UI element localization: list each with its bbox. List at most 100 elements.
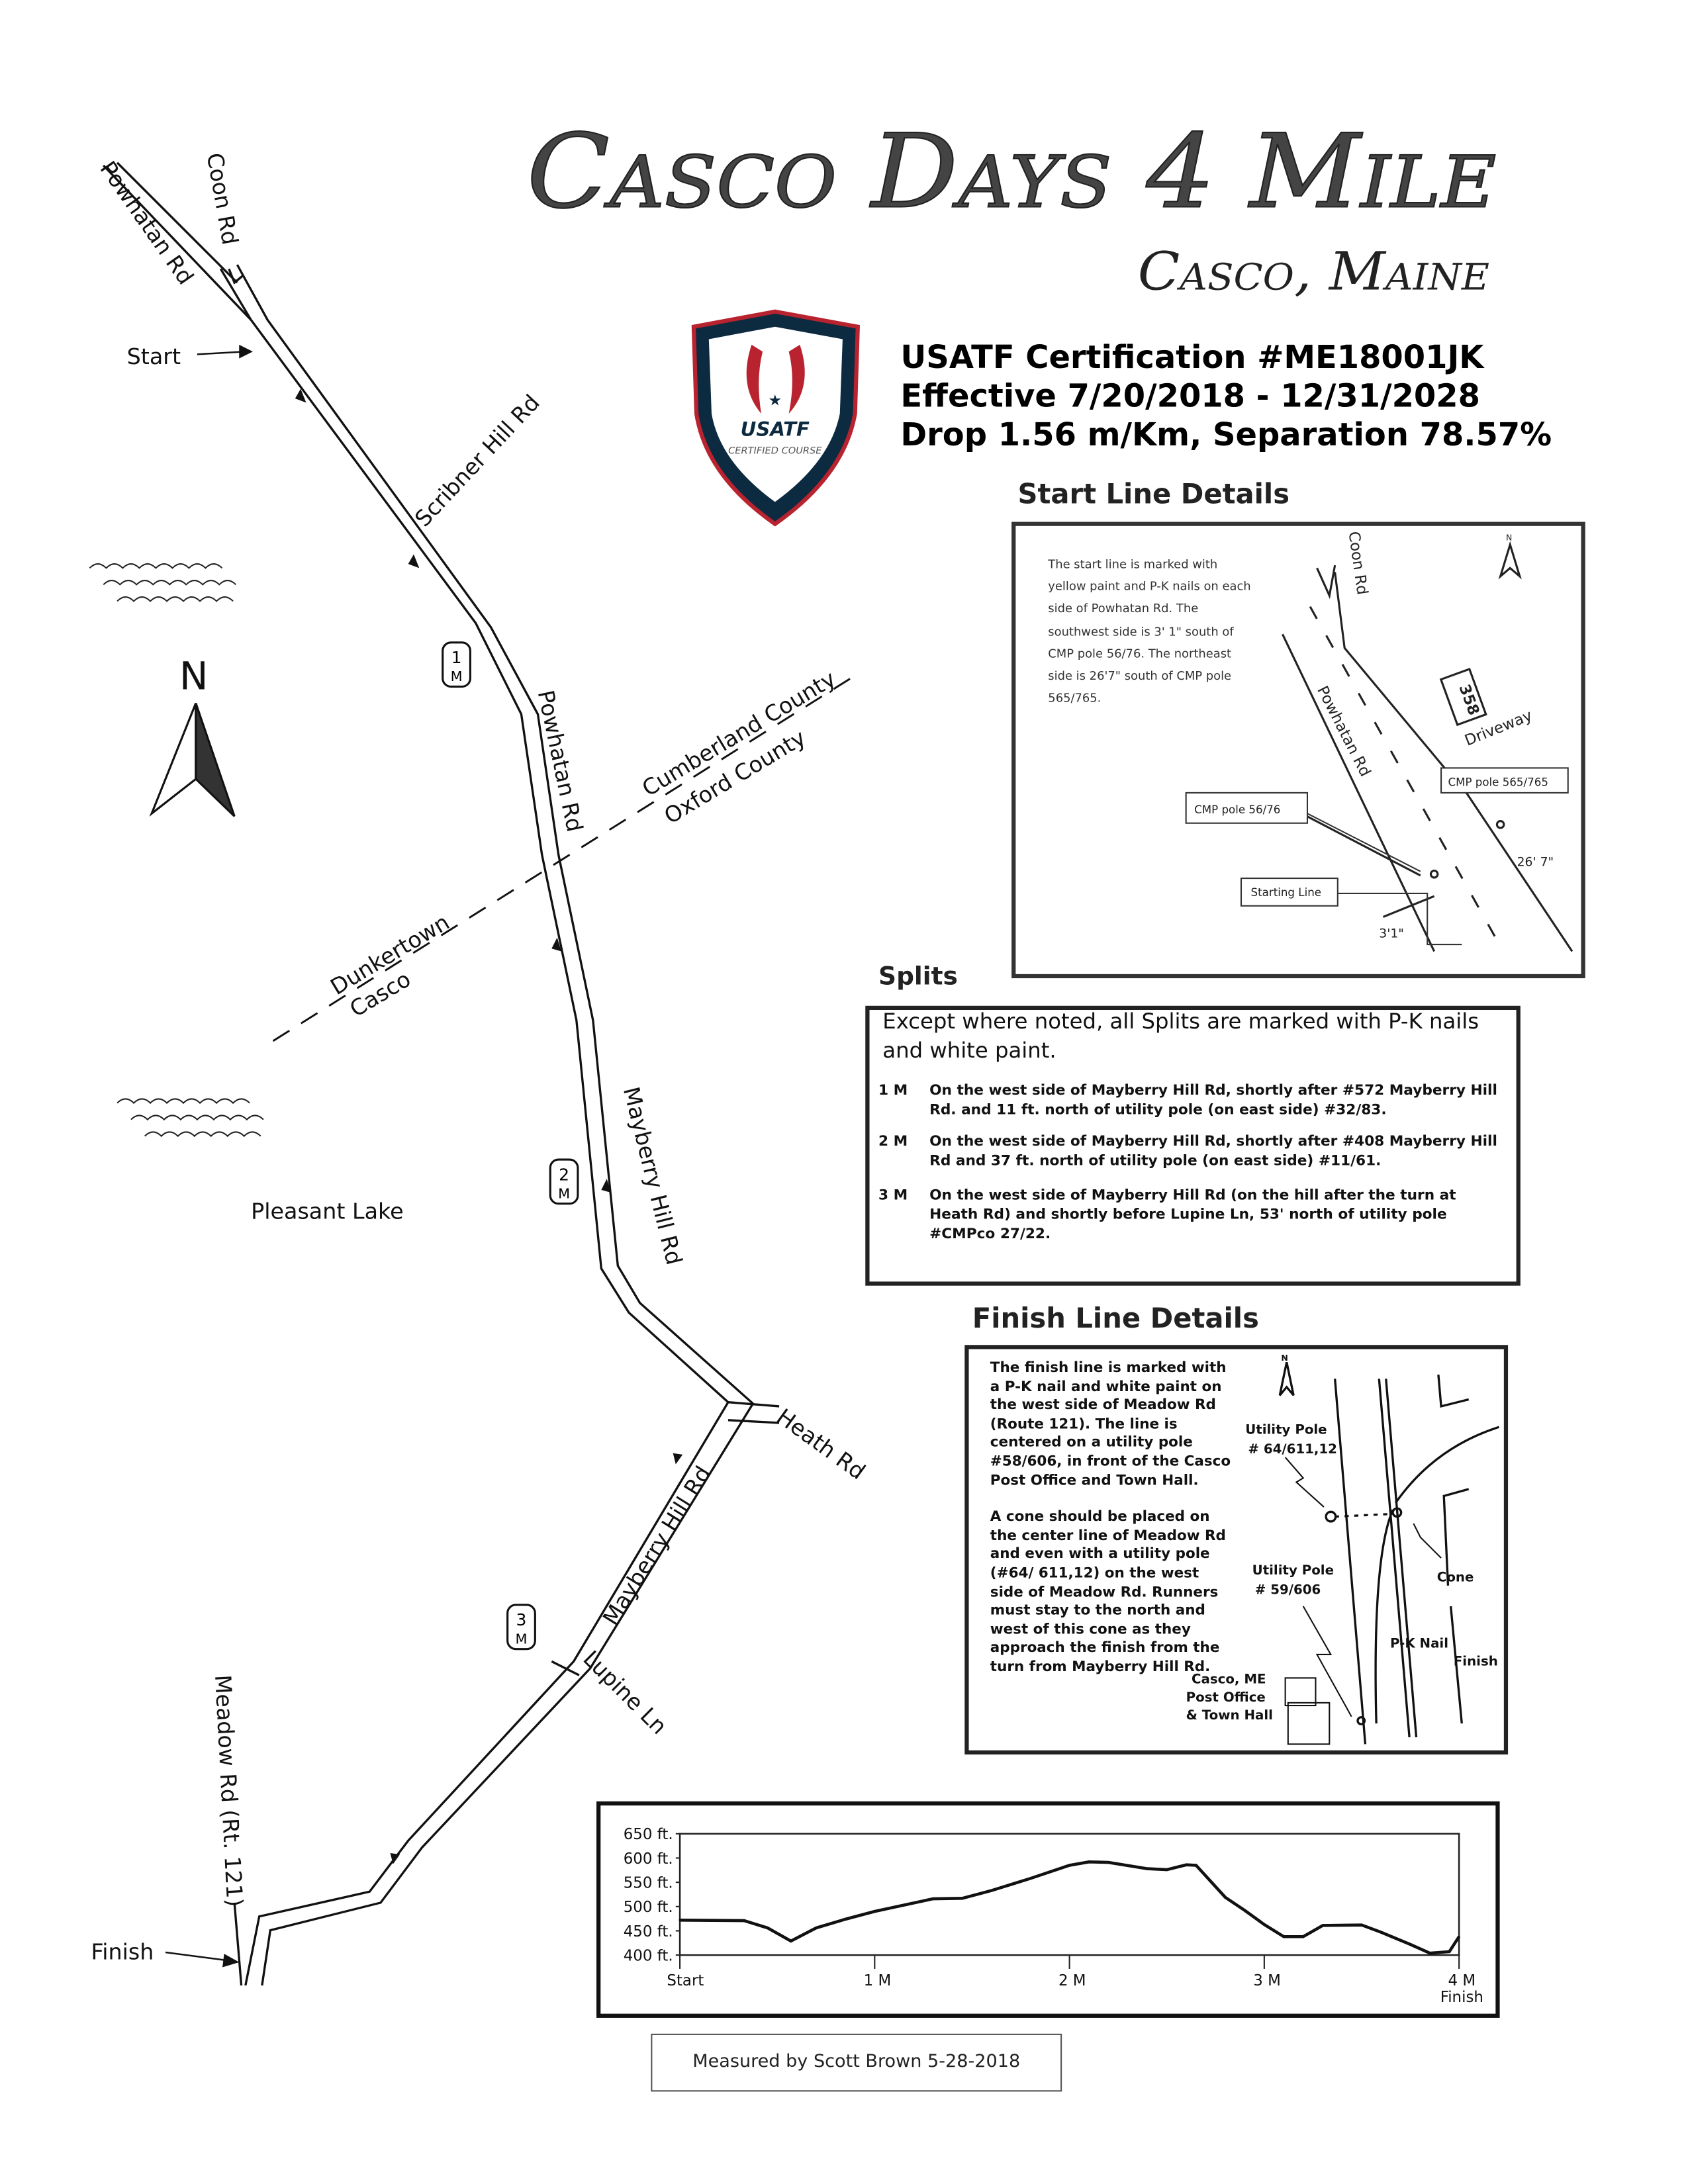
x-tick-label: 3 M <box>1253 1972 1281 1989</box>
elevation-point <box>1243 1909 1246 1912</box>
svg-text:CMP pole 56/76: CMP pole 56/76 <box>1194 803 1280 816</box>
label-mayberry-hill-rd-1: Mayberry Hill Rd <box>618 1084 687 1267</box>
y-tick-label: 650 ft. <box>624 1826 673 1843</box>
svg-text:P-K Nail: P-K Nail <box>1390 1636 1448 1651</box>
elevation-point <box>1360 1923 1363 1927</box>
x-tick-label: 4 M <box>1448 1972 1476 1989</box>
start-diagram <box>1282 541 1573 952</box>
certification-effective-dates: Effective 7/20/2018 - 12/31/2028 <box>900 379 1480 416</box>
label-lupine-ln: Lupine Ln <box>578 1645 672 1739</box>
svg-text:N: N <box>1506 533 1512 543</box>
y-tick-label: 500 ft. <box>624 1899 673 1916</box>
measured-by-note: Measured by Scott Brown 5-28-2018 <box>651 2033 1062 2092</box>
elevation-chart: 400 ft. 450 ft. 500 ft. 550 ft. 600 ft. 650 f… <box>624 1826 1483 2006</box>
elevation-point <box>1195 1864 1197 1867</box>
page-subtitle: Casco, Maine <box>1138 241 1489 302</box>
mile-marker-2: 2 M <box>549 1158 579 1205</box>
splits-intro: Except where noted, all Splits are marke… <box>882 1009 1479 1064</box>
elevation-point <box>1409 1943 1412 1946</box>
label-scribner-hill-rd: Scribner Hill Rd <box>410 390 545 532</box>
svg-text:Cone: Cone <box>1437 1570 1474 1585</box>
elevation-point <box>1224 1896 1227 1899</box>
elevation-point <box>1088 1860 1090 1863</box>
route-roads <box>103 161 780 1986</box>
elevation-point <box>873 1910 876 1913</box>
svg-text:M: M <box>515 1631 527 1647</box>
svg-text:Utility Pole: Utility Pole <box>1245 1422 1327 1437</box>
elevation-point <box>844 1918 847 1921</box>
elevation-point <box>1068 1864 1071 1867</box>
svg-text:Post Office: Post Office <box>1186 1690 1266 1705</box>
page-title: Casco Days 4 Mile <box>527 113 1497 231</box>
label-start: Start <box>127 343 181 369</box>
svg-text:N: N <box>1281 1353 1288 1363</box>
y-tick-label: 600 ft. <box>624 1850 673 1868</box>
elevation-point <box>1107 1861 1110 1864</box>
finish-details-box <box>964 1345 1509 1754</box>
elevation-point <box>815 1927 818 1929</box>
elevation-point <box>1302 1935 1305 1938</box>
certification-drop-separation: Drop 1.56 m/Km, Separation 78.57% <box>900 418 1552 454</box>
elevation-point <box>1185 1864 1188 1866</box>
pointer-arrows <box>165 344 253 1968</box>
direction-arrows <box>295 388 683 1864</box>
elevation-point <box>1282 1935 1285 1938</box>
splits-box <box>865 1005 1521 1286</box>
svg-text:Finish: Finish <box>1454 1654 1498 1669</box>
elevation-point <box>931 1897 935 1900</box>
elevation-point <box>1166 1868 1168 1871</box>
finish-details-text: The finish line is marked with a P-K nai… <box>990 1359 1231 1676</box>
svg-text:N: N <box>179 654 209 699</box>
elevation-point <box>766 1927 769 1929</box>
elevation-point <box>1029 1877 1032 1880</box>
start-details-text: The start line is marked with yellow pai… <box>1048 558 1251 707</box>
svg-text:USATF: USATF <box>741 418 810 440</box>
certification-info: USATF Certification #ME18001JK Effective… <box>900 339 1552 455</box>
x-tick-label: 1 M <box>864 1972 892 1989</box>
label-powhatan-rd-top: Powhatan Rd <box>95 156 199 289</box>
y-tick-label: 550 ft. <box>624 1874 673 1891</box>
svg-text:CERTIFIED COURSE: CERTIFIED COURSE <box>728 445 822 456</box>
elevation-line <box>680 1860 1461 1955</box>
label-mayberry-hill-rd-2: Mayberry Hill Rd <box>598 1461 716 1629</box>
elevation-point <box>1458 1935 1460 1938</box>
mile-marker-1: 1 M <box>442 641 471 688</box>
elevation-point <box>961 1897 964 1899</box>
splits-heading: Splits <box>878 962 958 991</box>
svg-text:★: ★ <box>769 392 782 409</box>
label-pleasant-lake: Pleasant Lake <box>251 1199 403 1224</box>
elevation-point <box>1321 1924 1324 1927</box>
x-tick-label: 2 M <box>1058 1972 1086 1989</box>
svg-text:Casco, ME: Casco, ME <box>1192 1672 1266 1687</box>
finish-diagram <box>1278 1361 1500 1745</box>
svg-text:Starting Line: Starting Line <box>1251 886 1321 899</box>
svg-text:# 59/606: # 59/606 <box>1255 1582 1321 1597</box>
svg-text:M: M <box>451 668 463 684</box>
elevation-chart-box <box>596 1801 1500 2018</box>
elevation-point <box>1263 1923 1266 1926</box>
elevation-point <box>1429 1952 1431 1954</box>
elevation-point <box>679 1919 681 1921</box>
label-coon-rd: Coon Rd <box>202 151 244 247</box>
svg-text:3: 3 <box>516 1610 527 1629</box>
elevation-point <box>790 1940 792 1942</box>
water-wave-icon <box>89 563 264 1138</box>
elevation-point <box>743 1919 745 1922</box>
usatf-certified-logo: ★ USATF CERTIFIED COURSE <box>691 309 861 527</box>
y-tick-label: 400 ft. <box>624 1947 673 1964</box>
elevation-point <box>1448 1950 1451 1953</box>
svg-text:& Town Hall: & Town Hall <box>1186 1707 1273 1723</box>
start-details-heading: Start Line Details <box>1017 477 1290 510</box>
y-tick-label: 450 ft. <box>624 1923 673 1940</box>
label-finish: Finish <box>91 1938 154 1964</box>
elevation-point <box>990 1889 993 1892</box>
mile-marker-3: 3 M <box>506 1604 536 1651</box>
svg-text:2: 2 <box>559 1165 569 1184</box>
x-tick-label: Start <box>667 1972 704 1989</box>
x-end-label: Finish <box>1440 1989 1483 2006</box>
